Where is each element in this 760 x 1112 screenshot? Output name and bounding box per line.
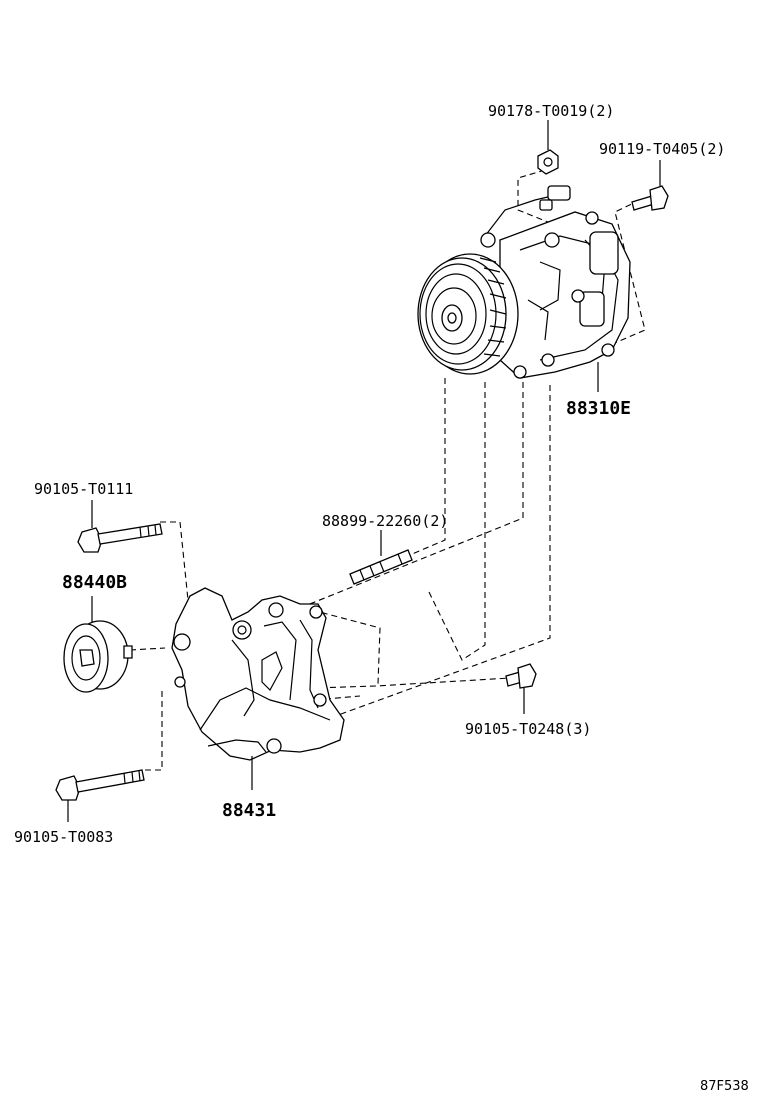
label-90119-T0405: 90119-T0405(2) — [599, 140, 725, 158]
label-88431: 88431 — [222, 800, 276, 821]
label-90105-T0083: 90105-T0083 — [14, 828, 113, 846]
bolt-90105-T0248[interactable] — [505, 663, 537, 689]
bolt-90105-T0111[interactable] — [77, 523, 163, 553]
image-code: 87F538 — [700, 1079, 749, 1094]
nut-90178-T0019[interactable] — [537, 149, 559, 175]
bracket-88431[interactable] — [171, 587, 345, 761]
bolt-90119-T0405[interactable] — [631, 185, 669, 211]
label-88440B: 88440B — [62, 572, 127, 593]
label-90178-T0019: 90178-T0019(2) — [488, 102, 614, 120]
idler-pulley-88440B[interactable] — [63, 620, 133, 693]
compressor-88310E[interactable] — [417, 185, 631, 379]
leader-lines — [67, 120, 661, 822]
bolt-90105-T0083[interactable] — [55, 769, 145, 801]
label-88310E: 88310E — [566, 398, 631, 419]
label-90105-T0248: 90105-T0248(3) — [465, 720, 591, 738]
stud-bolt-88899-22260[interactable] — [349, 549, 413, 585]
label-90105-T0111: 90105-T0111 — [34, 480, 133, 498]
label-88899-22260: 88899-22260(2) — [322, 512, 448, 530]
